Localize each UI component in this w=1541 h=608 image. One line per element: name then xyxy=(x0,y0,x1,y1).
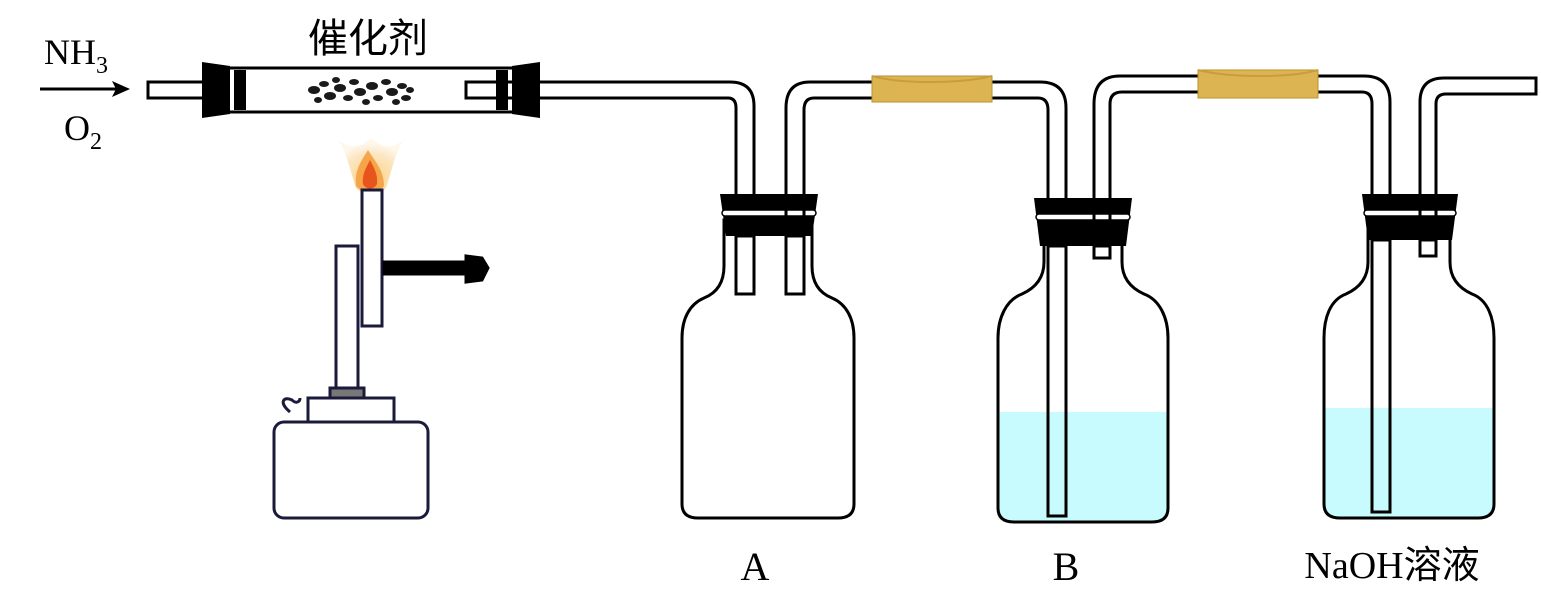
reactant-labels: NH3 O2 xyxy=(40,32,130,155)
o2-label: O2 xyxy=(64,108,102,155)
liquid-naoh xyxy=(1324,408,1494,518)
catalyst-granules xyxy=(308,77,414,105)
exhaust-tube xyxy=(1418,76,1538,240)
flame xyxy=(338,138,404,194)
left-stopper xyxy=(202,62,230,118)
bottle-b-label: B xyxy=(1053,544,1080,589)
stopper-b xyxy=(1034,198,1132,246)
stopper-naoh xyxy=(1362,194,1458,240)
rubber-tubing-2 xyxy=(1197,69,1319,99)
right-stopper xyxy=(512,62,540,118)
liquid-b xyxy=(998,412,1168,522)
gas-flow-arrowhead xyxy=(112,81,130,97)
nh3-label: NH3 xyxy=(44,32,108,79)
catalyst-label: 催化剂 xyxy=(308,16,428,62)
bottle-naoh xyxy=(1322,194,1496,520)
reaction-tube xyxy=(146,62,540,118)
delivery-tube-2 xyxy=(784,80,1068,236)
bottle-a-label: A xyxy=(741,544,770,589)
alcohol-burner xyxy=(272,188,490,520)
delivery-tube-1 xyxy=(540,80,756,296)
bottle-b xyxy=(996,198,1170,524)
delivery-tube-3 xyxy=(1092,74,1392,246)
bottle-a xyxy=(680,194,856,520)
bottle-naoh-label: NaOH溶液 xyxy=(1304,545,1479,587)
rubber-tubing-1 xyxy=(871,75,993,103)
